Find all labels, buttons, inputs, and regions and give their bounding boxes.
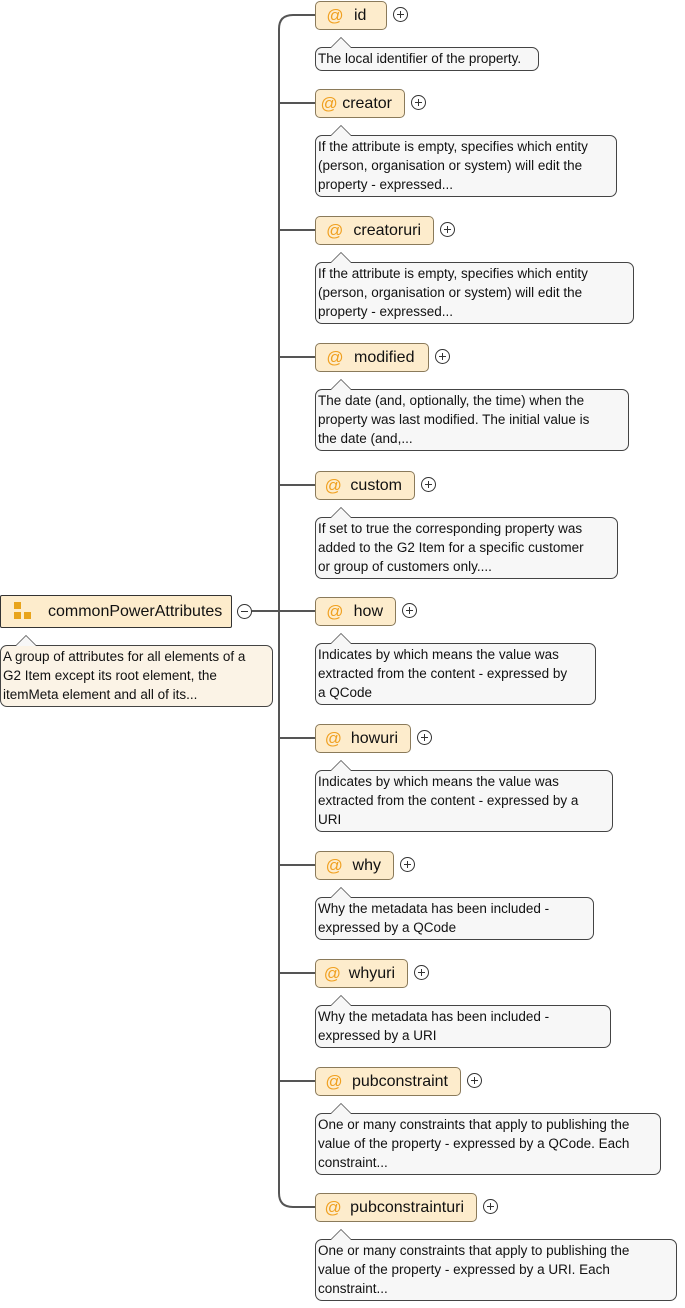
attribute-id[interactable]: @ id xyxy=(315,1,387,30)
attribute-icon: @ xyxy=(324,728,343,748)
attribute-custom[interactable]: @ custom xyxy=(315,471,415,500)
attribute-name: id xyxy=(354,6,367,24)
attribute-description: If the attribute is empty, specifies whi… xyxy=(315,252,634,324)
group-box[interactable]: commonPowerAttributes xyxy=(0,595,232,628)
attribute-icon: @ xyxy=(320,93,338,113)
attribute-description: If the attribute is empty, specifies whi… xyxy=(315,125,617,197)
group-description-line: A group of attributes for all elements o… xyxy=(3,649,246,664)
attribute-description: Why the metadata has been included - expr… xyxy=(315,995,611,1048)
attribute-description: Why the metadata has been included - expr… xyxy=(315,887,594,940)
group-description-line: itemMeta element and all of its... xyxy=(3,687,198,702)
attribute-icon: @ xyxy=(323,963,342,983)
description-line: Why the metadata has been included - xyxy=(318,901,550,916)
attribute-icon: @ xyxy=(326,601,344,621)
description-line: The date (and, optionally, the time) whe… xyxy=(318,393,585,408)
attribute-name: creator xyxy=(342,94,392,112)
plus-circle-icon[interactable] xyxy=(467,1073,482,1088)
attribute-description: If set to true the corresponding propert… xyxy=(315,507,618,579)
attribute-modified[interactable]: @ modified xyxy=(315,343,429,372)
attribute-name: how xyxy=(353,602,383,620)
attribute-icon: @ xyxy=(324,475,342,495)
attribute-icon: @ xyxy=(326,5,344,25)
description-line: extracted from the content - expressed b… xyxy=(318,666,568,681)
description-line: (person, organisation or system) will ed… xyxy=(318,285,583,300)
attribute-pubconstrainturi[interactable]: @ pubconstrainturi xyxy=(315,1193,477,1222)
description-line: One or many constraints that apply to pu… xyxy=(318,1243,630,1258)
description-line: URI xyxy=(318,812,342,827)
description-line: Indicates by which means the value was xyxy=(318,647,559,662)
attribute-pubconstraint[interactable]: @ pubconstraint xyxy=(315,1067,461,1096)
plus-circle-icon[interactable] xyxy=(400,857,415,872)
description-line: If the attribute is empty, specifies whi… xyxy=(318,139,588,154)
attribute-description: One or many constraints that apply to pu… xyxy=(315,1229,677,1301)
description-line: (person, organisation or system) will ed… xyxy=(318,158,583,173)
attribute-why[interactable]: @ why xyxy=(315,851,394,880)
attribute-whyuri[interactable]: @ whyuri xyxy=(315,959,408,988)
description-line: property - expressed... xyxy=(318,304,454,319)
attribute-creator[interactable]: @creator xyxy=(315,89,405,118)
description-line: a QCode xyxy=(318,685,373,700)
attribute-howuri[interactable]: @ howuri xyxy=(315,724,411,753)
plus-circle-icon[interactable] xyxy=(402,603,417,618)
attribute-description: One or many constraints that apply to pu… xyxy=(315,1103,661,1175)
description-line: Why the metadata has been included - xyxy=(318,1009,550,1024)
description-line: If set to true the corresponding propert… xyxy=(318,521,583,536)
attribute-description: The local identifier of the property. xyxy=(315,37,539,71)
attribute-description: Indicates by which means the value was ex… xyxy=(315,760,613,832)
description-line: value of the property - expressed by a U… xyxy=(318,1262,610,1277)
plus-circle-icon[interactable] xyxy=(393,7,408,22)
description-line: extracted from the content - expressed b… xyxy=(318,793,579,808)
attribute-icon: @ xyxy=(324,1197,342,1217)
attribute-group-icon xyxy=(14,601,34,622)
attribute-icon: @ xyxy=(325,855,343,875)
description-line: the date (and,... xyxy=(318,431,413,446)
attribute-name: why xyxy=(352,856,381,874)
description-line: property was last modified. The initial … xyxy=(318,412,590,427)
description-line: Indicates by which means the value was xyxy=(318,774,559,789)
plus-circle-icon[interactable] xyxy=(483,1199,498,1214)
description-line: property - expressed... xyxy=(318,177,454,192)
attribute-name: custom xyxy=(350,476,402,494)
attribute-description: The date (and, optionally, the time) whe… xyxy=(315,379,629,451)
description-line: added to the G2 Item for a specific cust… xyxy=(318,540,584,555)
group-description: A group of attributes for all elements o… xyxy=(0,635,273,707)
description-line: expressed by a URI xyxy=(318,1028,437,1043)
attribute-name: howuri xyxy=(350,729,398,747)
attribute-name: modified xyxy=(354,348,415,366)
plus-circle-icon[interactable] xyxy=(411,95,426,110)
attribute-icon: @ xyxy=(326,220,344,240)
description-line: constraint... xyxy=(318,1281,388,1296)
attribute-how[interactable]: @ how xyxy=(315,597,396,626)
attribute-name: whyuri xyxy=(348,964,395,982)
attribute-icon: @ xyxy=(325,1071,343,1091)
description-line: If the attribute is empty, specifies whi… xyxy=(318,266,588,281)
attribute-creatoruri[interactable]: @ creatoruri xyxy=(315,216,434,245)
minus-circle-icon[interactable] xyxy=(237,604,252,619)
plus-circle-icon[interactable] xyxy=(417,730,432,745)
attribute-icon: @ xyxy=(326,347,344,367)
plus-circle-icon[interactable] xyxy=(440,222,455,237)
description-line: One or many constraints that apply to pu… xyxy=(318,1117,630,1132)
plus-circle-icon[interactable] xyxy=(435,349,450,364)
description-line: constraint... xyxy=(318,1155,388,1170)
description-line: The local identifier of the property. xyxy=(318,51,522,66)
attribute-description: Indicates by which means the value was ex… xyxy=(315,633,596,705)
description-line: expressed by a QCode xyxy=(318,920,457,935)
plus-circle-icon[interactable] xyxy=(414,965,429,980)
description-line: or group of customers only.... xyxy=(318,559,492,574)
attribute-name: pubconstraint xyxy=(351,1072,448,1090)
attribute-name: pubconstrainturi xyxy=(350,1198,464,1216)
group-description-line: G2 Item except its root element, the xyxy=(3,668,217,683)
description-line: value of the property - expressed by a Q… xyxy=(318,1136,630,1151)
group-name: commonPowerAttributes xyxy=(48,602,223,620)
attribute-name: creatoruri xyxy=(353,221,421,239)
plus-circle-icon[interactable] xyxy=(421,477,436,492)
